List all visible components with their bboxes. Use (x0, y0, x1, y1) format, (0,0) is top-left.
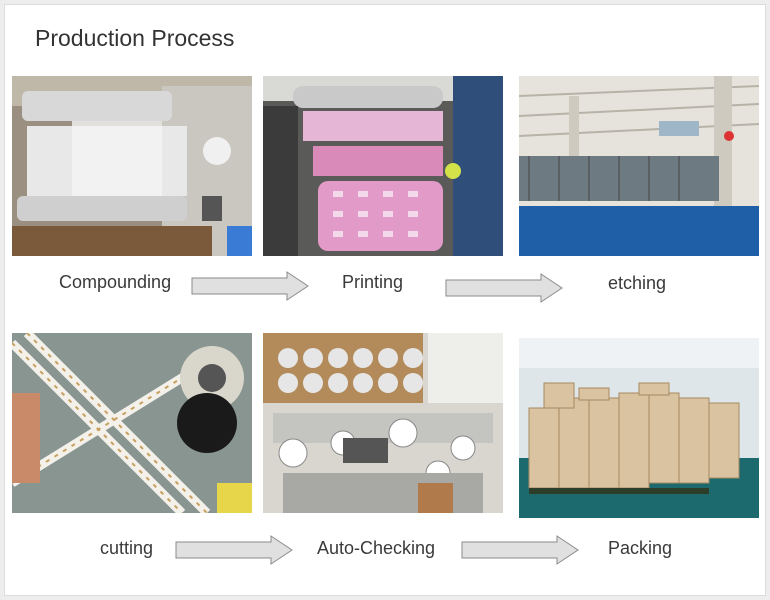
cutting-photo (12, 333, 252, 513)
auto-checking-machines-photo (263, 333, 503, 513)
page-title: Production Process (35, 25, 235, 51)
step-label-cutting: cutting (100, 538, 154, 558)
arrow-right-icon (191, 271, 309, 301)
step-label-packing: Packing (608, 538, 673, 558)
packing-photo (519, 338, 759, 518)
arrow-right-icon (445, 273, 563, 303)
step-label-etching: etching (608, 273, 667, 293)
etching-photo (519, 76, 759, 256)
compounding-photo (12, 76, 252, 256)
foil-compounding-machine-photo (12, 76, 252, 256)
printing-press-photo (263, 76, 503, 256)
etching-workshop-photo (519, 76, 759, 256)
arrow-right-icon (175, 535, 293, 565)
step-label-auto-checking: Auto-Checking (317, 538, 436, 558)
step-label-printing: Printing (342, 272, 404, 292)
production-process-card: Production Process (4, 4, 766, 596)
auto-checking-photo (263, 333, 503, 513)
step-label-compounding: Compounding (59, 272, 172, 292)
tape-cutting-machine-photo (12, 333, 252, 513)
packed-cartons-warehouse-photo (519, 338, 759, 518)
printing-photo (263, 76, 503, 256)
arrow-right-icon (461, 535, 579, 565)
